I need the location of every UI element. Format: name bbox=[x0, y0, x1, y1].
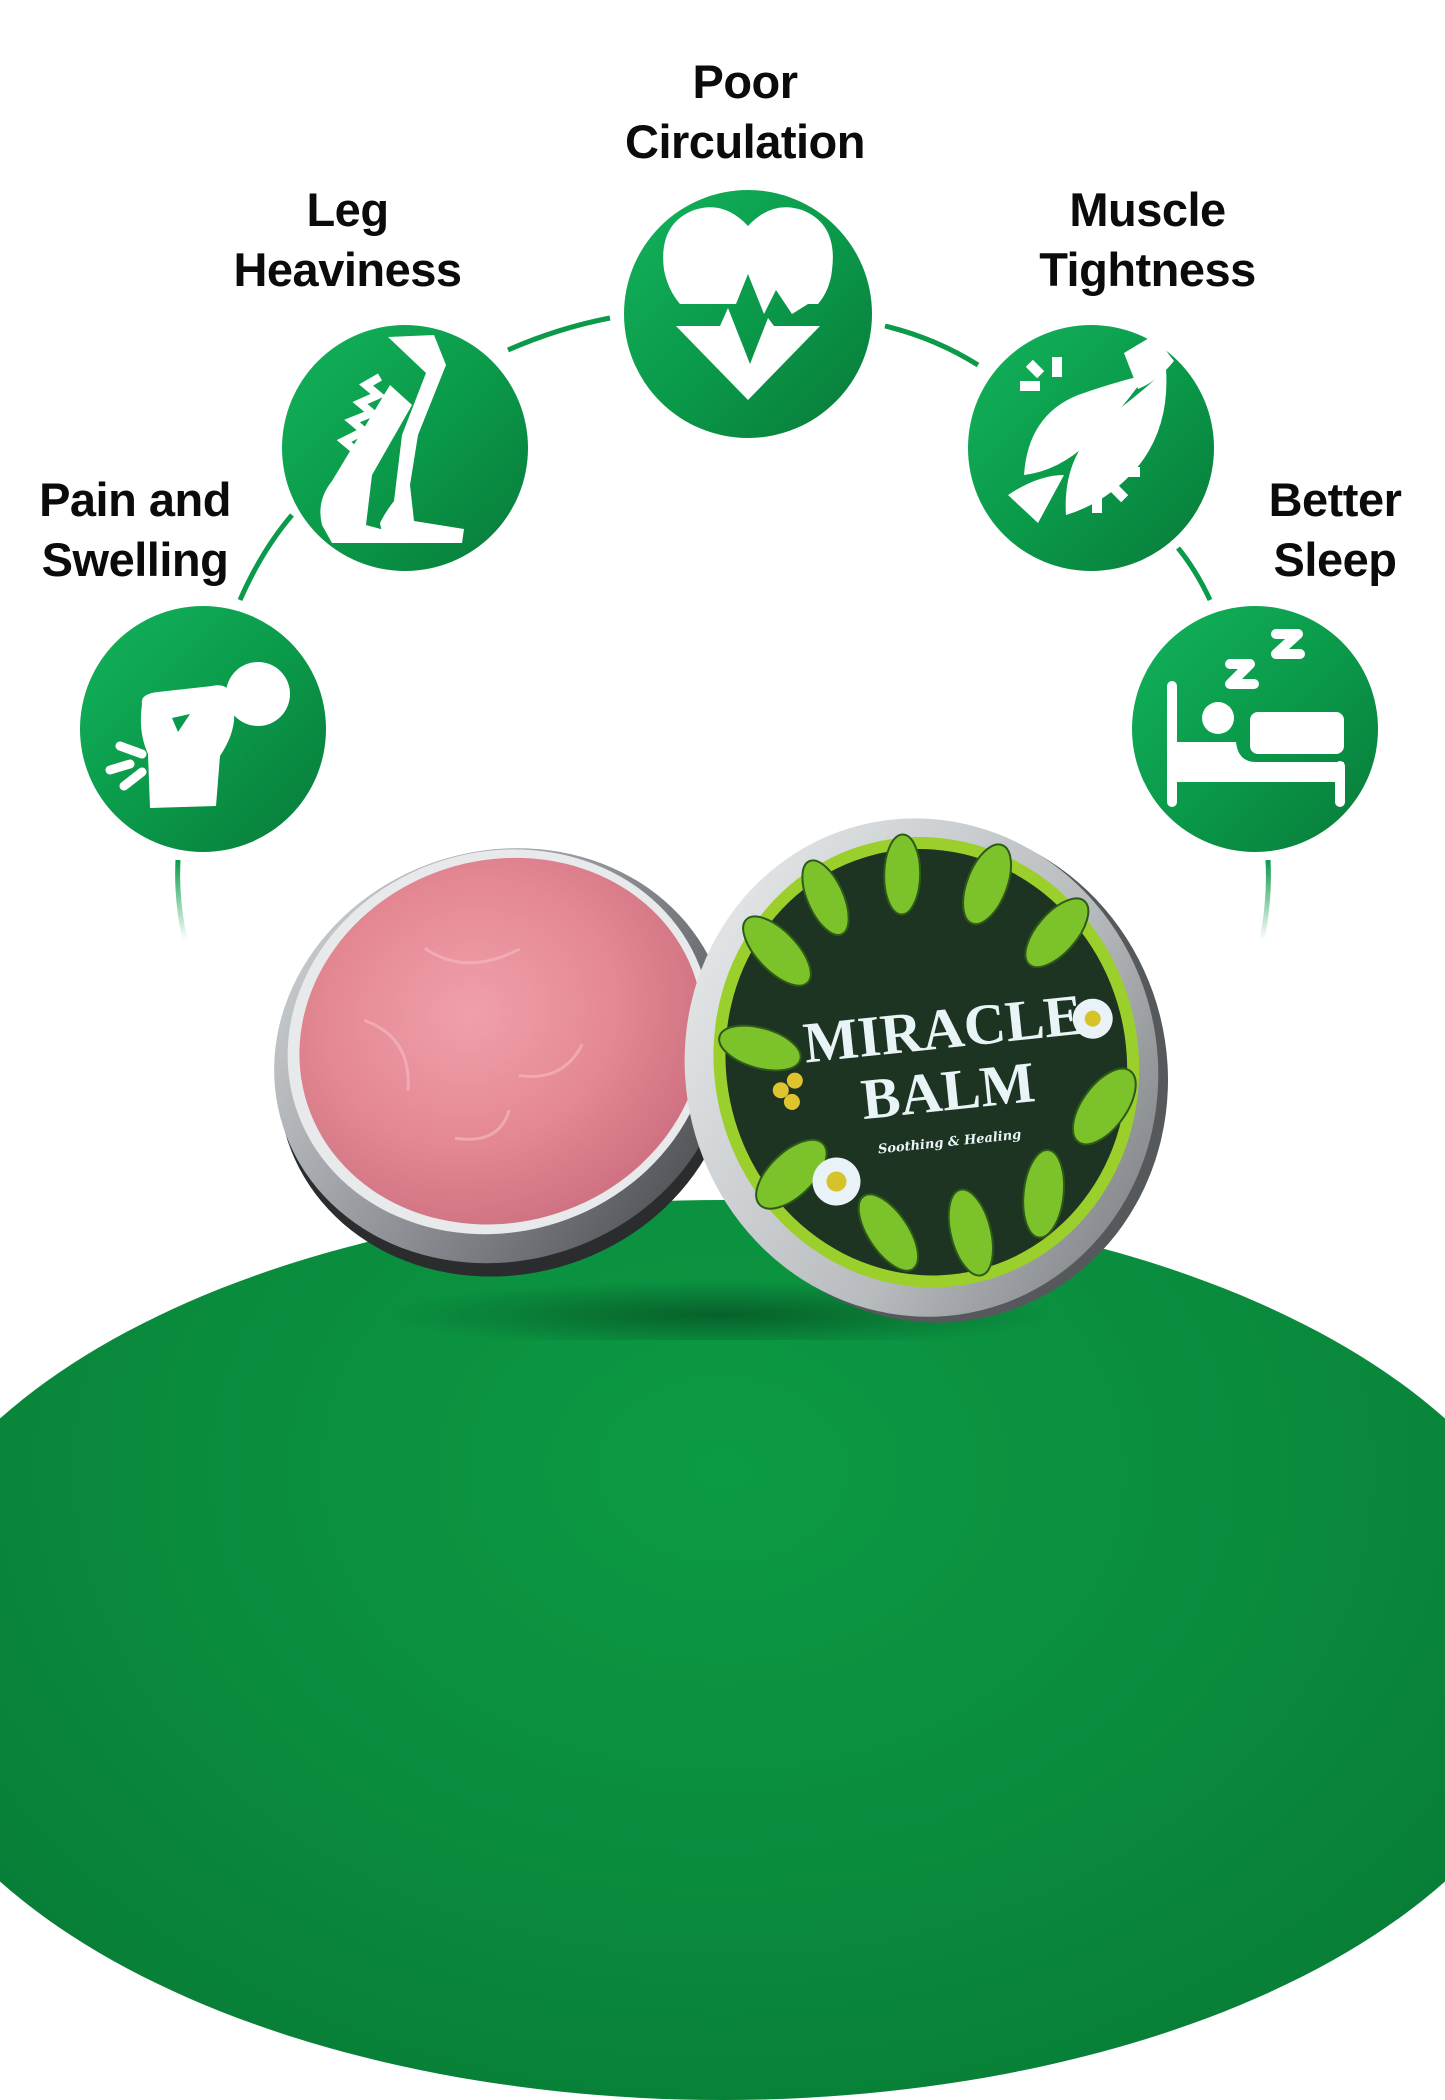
label-line: Poor bbox=[692, 55, 798, 108]
label-line: Swelling bbox=[41, 533, 229, 586]
sleep-bed-icon bbox=[1132, 606, 1378, 852]
heartbeat-icon bbox=[624, 190, 872, 438]
label-line: Better bbox=[1268, 473, 1402, 526]
label-line: Tightness bbox=[1039, 243, 1256, 296]
benefit-label-leg-heaviness: Leg Heaviness bbox=[215, 180, 480, 300]
benefit-label-poor-circulation: Poor Circulation bbox=[600, 52, 890, 172]
muscle-icon bbox=[968, 325, 1214, 571]
back-pain-icon bbox=[80, 606, 326, 852]
miracle-balm-product-image: MIRACLE BALM Soothing & Healing bbox=[274, 818, 1168, 1340]
label-line: Sleep bbox=[1273, 533, 1397, 586]
label-line: Heaviness bbox=[233, 243, 462, 296]
benefit-label-better-sleep: Better Sleep bbox=[1250, 470, 1420, 590]
label-line: Pain and bbox=[39, 473, 231, 526]
label-line: Circulation bbox=[625, 115, 865, 168]
label-line: Leg bbox=[306, 183, 389, 236]
benefit-label-pain-and-swelling: Pain and Swelling bbox=[20, 470, 250, 590]
label-line: Muscle bbox=[1069, 183, 1226, 236]
connector-arc bbox=[175, 315, 1271, 941]
legs-icon bbox=[282, 325, 528, 571]
benefit-label-muscle-tightness: Muscle Tightness bbox=[1020, 180, 1275, 300]
